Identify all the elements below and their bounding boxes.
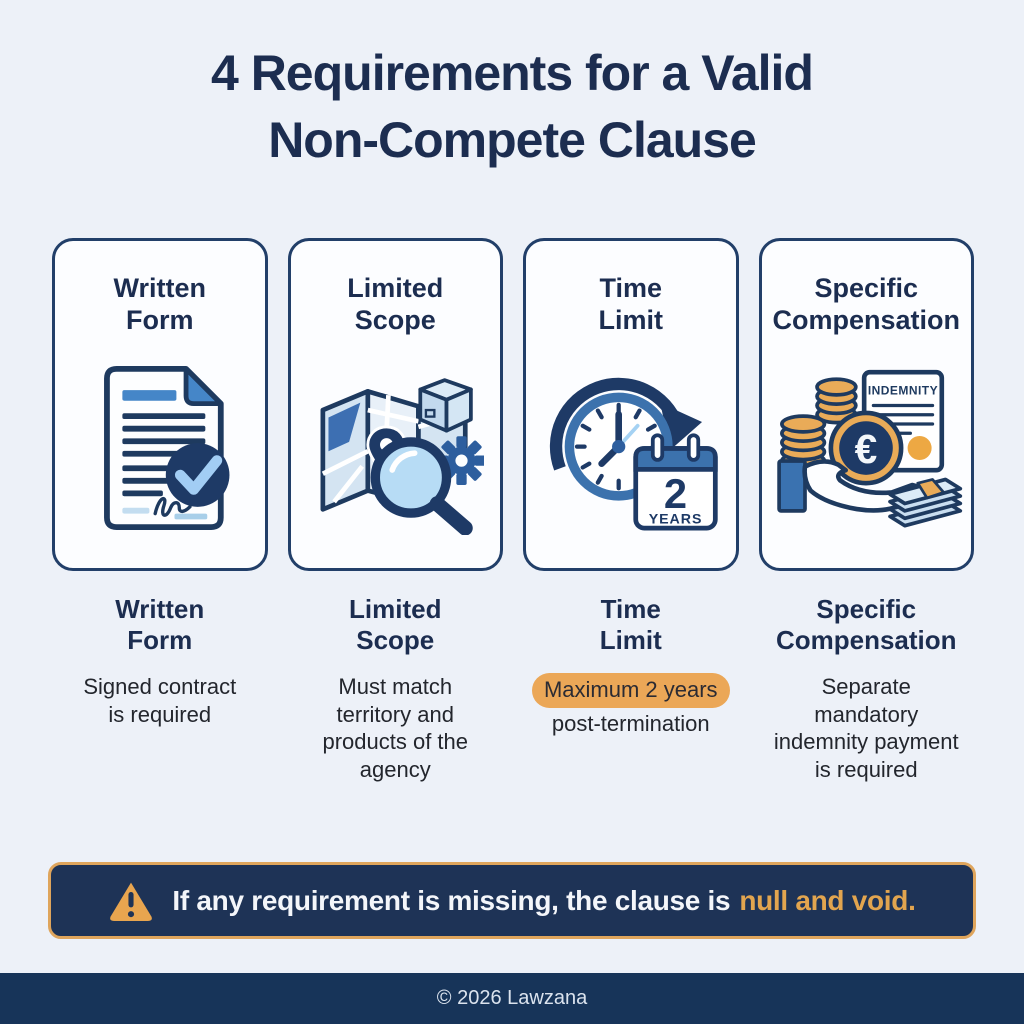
card-icon-area: INDEMNITY (762, 337, 972, 568)
footer-bar: © 2026 Lawzana (0, 973, 1024, 1024)
highlight-badge: Maximum 2 years (531, 673, 730, 708)
card-icon-area (291, 337, 501, 568)
copyright-text: © 2026 Lawzana (436, 987, 588, 1009)
calendar-icon: 2 YEARS (633, 433, 718, 531)
page-title: 4 Requirements for a Valid Non-Compete C… (0, 40, 1024, 173)
card-title-line: Written (113, 273, 207, 303)
card-time-limit: Time Limit (523, 238, 739, 571)
detail-title-line: Time (600, 594, 661, 624)
warning-triangle-icon (108, 879, 154, 922)
card-title-line: Scope (354, 304, 436, 335)
clock-calendar-icon: 2 YEARS (549, 377, 718, 531)
banknotes-icon (888, 477, 963, 528)
detail-title: Specific Compensation (759, 594, 975, 656)
detail-written-form: Written Form Signed contract is required (52, 594, 268, 783)
card-specific-compensation: Specific Compensation INDEMNITY (758, 238, 974, 571)
warning-text: If any requirement is missing, the claus… (172, 884, 731, 916)
card-title-line: Limit (598, 304, 664, 335)
detail-description: Maximum 2 years post-termination (523, 673, 739, 737)
detail-title-line: Limited (349, 594, 442, 624)
card-title-written-form: Written Form (114, 273, 207, 337)
requirement-cards-row: Written Form (52, 238, 974, 571)
card-written-form: Written Form (52, 238, 268, 571)
document-check-icon (103, 366, 230, 531)
euro-hand-money-icon: INDEMNITY (777, 369, 963, 528)
description-line: is required (108, 701, 212, 727)
description-line: Signed contract (83, 674, 237, 700)
requirement-details-row: Written Form Signed contract is required… (52, 594, 974, 783)
card-title-line: Limited (347, 273, 444, 303)
description-line: Separate (821, 674, 911, 700)
calendar-number: 2 (664, 470, 687, 517)
card-icon-area: 2 YEARS (526, 337, 736, 568)
card-title-time-limit: Time Limit (599, 273, 664, 337)
card-title-line: Compensation (772, 304, 960, 335)
detail-description: Must match territory and products of the… (288, 673, 504, 783)
detail-title-line: Specific (816, 594, 917, 624)
detail-title-line: Form (127, 625, 193, 656)
detail-time-limit: Time Limit Maximum 2 years post-terminat… (523, 594, 739, 783)
detail-title: Limited Scope (288, 594, 504, 656)
description-line: territory and (336, 701, 454, 727)
detail-title: Time Limit (523, 594, 739, 656)
detail-description: Separate mandatory indemnity payment is … (759, 673, 975, 783)
detail-limited-scope: Limited Scope Must match territory and p… (288, 594, 504, 783)
detail-title-line: Limit (599, 625, 662, 656)
description-line: post-termination (551, 710, 710, 736)
indemnity-label: INDEMNITY (868, 383, 938, 397)
card-title-limited-scope: Limited Scope (347, 273, 443, 337)
card-icon-area (55, 337, 265, 568)
map-magnifier-icon (320, 378, 485, 536)
detail-title-line: Written (115, 594, 205, 624)
detail-title: Written Form (52, 594, 268, 656)
seal-icon (907, 435, 932, 460)
detail-specific-compensation: Specific Compensation Separate mandatory… (759, 594, 975, 783)
warning-banner: If any requirement is missing, the claus… (48, 862, 976, 939)
description-line: is required (814, 756, 918, 782)
description-line: Must match (338, 674, 453, 700)
description-line: mandatory (814, 701, 919, 727)
warning-emphasis: null and void. (739, 884, 916, 916)
coin-stacks-icon (780, 377, 858, 471)
detail-description: Signed contract is required (52, 673, 268, 728)
card-title-line: Time (599, 273, 663, 303)
card-title-specific-compensation: Specific Compensation (772, 273, 960, 337)
card-title-line: Specific (814, 273, 919, 303)
euro-symbol: € (855, 426, 878, 472)
page-title-line2: Non-Compete Clause (268, 111, 757, 168)
detail-title-line: Compensation (775, 625, 957, 656)
description-line: agency (359, 756, 431, 782)
page-title-line1: 4 Requirements for a Valid (211, 45, 814, 101)
detail-title-line: Scope (356, 625, 435, 656)
euro-coin-icon: € (828, 410, 904, 486)
description-line: products of the (322, 729, 469, 755)
card-title-line: Form (126, 304, 194, 335)
calendar-unit: YEARS (648, 511, 702, 527)
description-line: indemnity payment (773, 729, 959, 755)
card-limited-scope: Limited Scope (287, 238, 503, 571)
